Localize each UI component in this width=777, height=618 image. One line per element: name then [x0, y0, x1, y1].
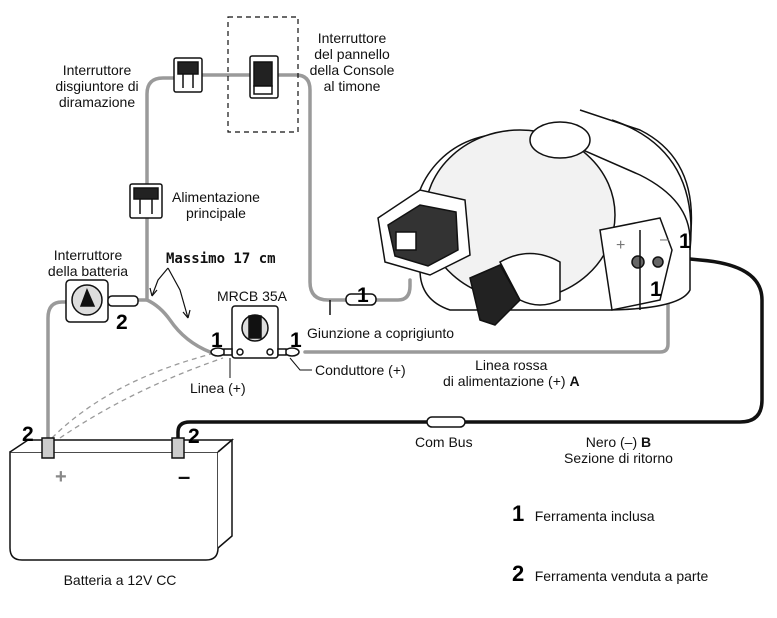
legend-number: 2 — [512, 561, 525, 586]
splice-callout: 1 — [357, 284, 369, 307]
com-bus-label: Com Bus — [415, 434, 473, 450]
branch-breaker-label: Interruttore disgiuntore di diramazione — [55, 62, 139, 110]
battery-minus-sign: – — [178, 464, 191, 489]
console-switch-label: Interruttore del pannello della Console … — [309, 30, 395, 94]
max-length-label: Massimo 17 cm — [166, 251, 276, 267]
battery-plus-sign: + — [55, 466, 67, 488]
splice-label: Giunzione a coprigiunto — [307, 325, 455, 341]
conductor-callout: 1 — [290, 329, 302, 352]
length-indicator — [149, 267, 191, 319]
battery-pos-callout: 2 — [22, 423, 34, 446]
negative-return-wire — [176, 256, 764, 442]
legend-text: Ferramenta venduta a parte — [534, 568, 709, 584]
legend-text: Ferramenta inclusa — [534, 508, 655, 524]
console-switch-icon — [249, 55, 279, 99]
battery-switch-icon — [65, 279, 139, 323]
com-bus-fuse — [426, 416, 466, 428]
pump-side-callout: 1 — [650, 278, 662, 301]
battery-label: Batteria a 12V CC — [63, 572, 177, 588]
leader-lines — [229, 357, 312, 378]
pump-icon — [329, 109, 693, 326]
line-callout: 1 — [211, 329, 223, 352]
dashed-alternate-wire — [51, 352, 216, 439]
battery-switch-callout: 2 — [116, 311, 128, 334]
mrcb-label: MRCB 35A — [217, 288, 288, 304]
black-return-label: Nero (–) B Sezione di ritorno — [564, 434, 673, 466]
pump-top-callout: 1 — [679, 230, 691, 253]
console-panel-box — [227, 16, 299, 133]
pump-minus-sign: – — [660, 231, 669, 248]
legend-item: 2 Ferramenta venduta a parte — [512, 563, 708, 586]
black-line-letter: B — [641, 434, 652, 450]
main-power-breaker-icon — [129, 183, 163, 219]
red-line-letter: A — [569, 373, 580, 389]
main-power-label: Alimentazione principale — [172, 189, 260, 221]
pump-plus-sign: + — [616, 237, 626, 254]
mrcb-breaker-icon — [210, 305, 300, 359]
battery-icon — [9, 437, 235, 561]
butt-splice — [345, 293, 377, 306]
legend-number: 1 — [512, 501, 525, 526]
battery-switch-label: Interruttore della batteria — [47, 247, 129, 279]
red-line-label: Linea rossa di alimentazione (+) A — [443, 357, 580, 389]
dashed-alternate-wire-2 — [59, 357, 224, 439]
battery-neg-callout: 2 — [188, 425, 200, 448]
conductor-plus-label: Conduttore (+) — [315, 362, 406, 378]
legend-item: 1 Ferramenta inclusa — [512, 503, 655, 526]
line-plus-label: Linea (+) — [190, 380, 246, 396]
branch-breaker-icon — [173, 57, 203, 93]
